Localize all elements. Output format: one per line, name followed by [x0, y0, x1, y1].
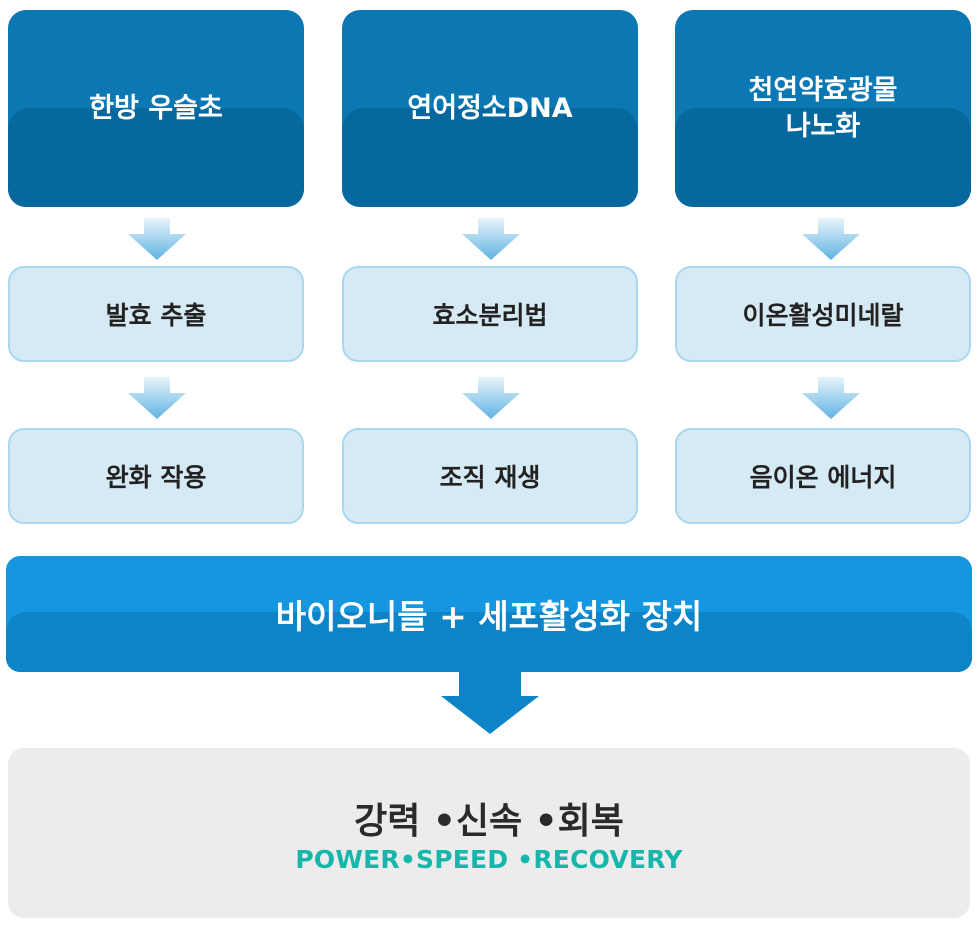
effect-label: 완화 작용 [105, 463, 207, 492]
main-device-label: 바이오니들 + 세포활성화 장치 [275, 597, 703, 636]
down-arrow-icon [802, 218, 860, 260]
process-box: 발효 추출 [8, 266, 304, 362]
source-box-herbal: 한방 우슬초 [8, 10, 304, 207]
down-arrow-icon [462, 218, 520, 260]
down-arrow-icon [128, 218, 186, 260]
effect-box: 조직 재생 [342, 428, 638, 524]
down-arrow-icon [128, 377, 186, 419]
source-box-mineral: 천연약효광물 나노화 [675, 10, 971, 207]
process-box: 이온활성미네랄 [675, 266, 971, 362]
effect-box: 음이온 에너지 [675, 428, 971, 524]
result-box: 강력 •신속 •회복 POWER•SPEED •RECOVERY [8, 748, 970, 918]
source-box-salmon-dna: 연어정소DNA [342, 10, 638, 207]
source-label: 천연약효광물 나노화 [748, 74, 898, 142]
source-label: 연어정소DNA [407, 92, 573, 124]
process-label: 이온활성미네랄 [742, 301, 904, 330]
effect-box: 완화 작용 [8, 428, 304, 524]
process-box: 효소분리법 [342, 266, 638, 362]
effect-label: 조직 재생 [439, 463, 541, 492]
down-arrow-icon [802, 377, 860, 419]
result-korean-text: 강력 •신속 •회복 [354, 801, 624, 842]
process-label: 효소분리법 [432, 301, 548, 330]
result-english-text: POWER•SPEED •RECOVERY [295, 845, 683, 874]
effect-label: 음이온 에너지 [749, 463, 897, 492]
source-label: 한방 우슬초 [89, 92, 223, 124]
main-device-bar: 바이오니들 + 세포활성화 장치 [6, 556, 972, 672]
process-label: 발효 추출 [105, 301, 207, 330]
down-arrow-icon [462, 377, 520, 419]
big-down-arrow-icon [441, 672, 539, 734]
